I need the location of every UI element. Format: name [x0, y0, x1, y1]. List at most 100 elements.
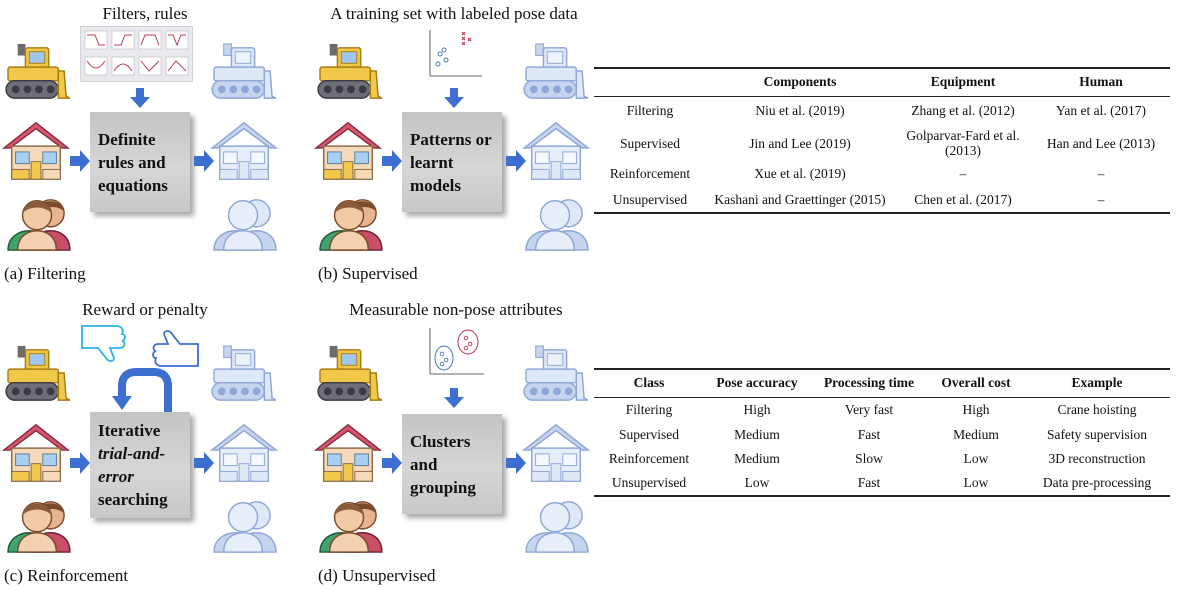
people-icon: [4, 194, 72, 252]
table-header-cell: Equipment: [894, 68, 1032, 97]
table-cell: Chen et al. (2017): [914, 191, 1012, 207]
panel-b-caption: (b) Supervised: [318, 264, 418, 283]
people-icon: [316, 194, 384, 252]
table-row: Supervised Jin and Lee (2019) Golparvar-…: [594, 125, 1170, 161]
arrow-down-icon: [444, 88, 464, 108]
bulldozer-icon: [316, 42, 384, 102]
table-cell: Reinforcement: [609, 166, 691, 181]
house-faded-icon: [210, 118, 278, 182]
table-cell: Medium: [734, 450, 780, 466]
table-cell: Medium: [953, 426, 999, 442]
table-row: Reinforcement Medium Slow Low 3D reconst…: [594, 446, 1170, 470]
table-cell: –: [959, 166, 967, 181]
table-cell: Very fast: [844, 402, 894, 418]
table-row: Supervised Medium Fast Medium Safety sup…: [594, 422, 1170, 446]
table-cell: Data pre-processing: [1042, 475, 1152, 490]
table-cell: Reinforcement: [608, 450, 690, 466]
table-cell: Low: [963, 450, 989, 466]
table-cell: High: [743, 402, 771, 418]
people-icon: [316, 496, 384, 554]
table-cell: Unsupervised: [611, 475, 687, 490]
table-cell: Filtering: [626, 103, 674, 119]
table-cell: Fast: [857, 475, 881, 490]
bulldozer-faded-icon: [522, 344, 590, 404]
table-header-cell: Human: [1032, 68, 1170, 97]
table-cell: Xue et al. (2019): [754, 166, 846, 181]
panel-c-title: Reward or penalty: [82, 300, 208, 319]
table-cell: Han and Lee (2013): [1046, 135, 1156, 151]
process-box-b: Patterns or learnt models: [402, 112, 502, 212]
thumbs-up-icon: [152, 330, 199, 367]
bulldozer-icon: [4, 344, 72, 404]
panel-c-caption: (c) Reinforcement: [4, 566, 129, 585]
table-header-cell: Overall cost: [928, 369, 1024, 398]
people-faded-icon: [522, 496, 590, 554]
people-faded-icon: [210, 496, 278, 554]
bulldozer-faded-icon: [210, 344, 278, 404]
arrow-right-icon: [70, 150, 90, 172]
table-header-cell: Example: [1024, 369, 1170, 398]
literature-table: Components Equipment Human Filtering Niu…: [594, 67, 1170, 214]
scatter-plot-icon: [424, 26, 484, 82]
table-cell: Zhang et al. (2012): [911, 103, 1015, 119]
table-header-cell: Processing time: [810, 369, 928, 398]
process-box-c: Iterative trial-and- error searching: [90, 412, 190, 518]
table-cell: Medium: [734, 426, 780, 442]
table-row: Reinforcement Xue et al. (2019) – –: [594, 161, 1170, 186]
bulldozer-faded-icon: [210, 42, 278, 102]
people-icon: [4, 496, 72, 554]
house-icon: [2, 420, 70, 484]
house-faded-icon: [210, 420, 278, 484]
comparison-table: Class Pose accuracy Processing time Over…: [594, 368, 1170, 497]
table-header-cell: Components: [706, 68, 894, 97]
table-header-cell: Pose accuracy: [704, 369, 810, 398]
table-row: Unsupervised Kashani and Graettinger (20…: [594, 186, 1170, 213]
table-cell: Filtering: [625, 402, 673, 418]
filter-curves-icon: [80, 26, 193, 82]
table-header-row: Class Pose accuracy Processing time Over…: [594, 369, 1170, 398]
house-icon: [314, 118, 382, 182]
table-cell: Low: [744, 475, 770, 490]
thumbs-down-icon: [81, 325, 126, 362]
table-cell: Unsupervised: [612, 191, 688, 207]
table-cell: Slow: [855, 450, 883, 466]
panel-a-title: Filters, rules: [102, 4, 188, 23]
table-cell: Yan et al. (2017): [1055, 103, 1147, 119]
process-box-d: Clusters and grouping: [402, 414, 502, 514]
house-icon: [2, 118, 70, 182]
table-cell: High: [962, 402, 990, 418]
table-cell: 3D reconstruction: [1048, 450, 1146, 466]
table-header-row: Components Equipment Human: [594, 68, 1170, 97]
table-cell: Safety supervision: [1046, 426, 1148, 442]
table-cell: Kashani and Graettinger (2015): [714, 191, 886, 207]
bulldozer-faded-icon: [522, 42, 590, 102]
arrow-right-icon: [70, 452, 90, 474]
arrow-right-icon: [382, 150, 402, 172]
table-row: Filtering Niu et al. (2019) Zhang et al.…: [594, 96, 1170, 125]
table-cell: Golparvar-Fard et al. (2013): [906, 128, 1020, 158]
table-header-cell: [594, 68, 706, 97]
table-cell: Niu et al. (2019): [755, 103, 845, 119]
panel-d-caption: (d) Unsupervised: [318, 566, 436, 585]
table-cell: Jin and Lee (2019): [749, 135, 851, 151]
table-header-cell: Class: [594, 369, 704, 398]
panel-d-title: Measurable non-pose attributes: [349, 300, 563, 319]
table-cell: Low: [963, 475, 989, 490]
feedback-loop-arrow-icon: [112, 368, 172, 414]
house-faded-icon: [522, 118, 590, 182]
table-cell: –: [1097, 166, 1105, 181]
table-cell: Fast: [857, 426, 881, 442]
arrow-down-icon: [130, 88, 150, 108]
table-cell: Supervised: [619, 426, 679, 442]
arrow-down-icon: [444, 388, 464, 408]
table-row: Filtering High Very fast High Crane hois…: [594, 397, 1170, 422]
house-icon: [314, 420, 382, 484]
people-faded-icon: [210, 194, 278, 252]
panel-a-caption: (a) Filtering: [4, 264, 86, 283]
bulldozer-icon: [316, 344, 384, 404]
house-faded-icon: [522, 420, 590, 484]
table-cell: –: [1097, 191, 1105, 207]
process-box-a: Definite rules and equations: [90, 112, 190, 212]
table-row: Unsupervised Low Fast Low Data pre-proce…: [594, 470, 1170, 496]
table-cell: Supervised: [620, 135, 680, 151]
